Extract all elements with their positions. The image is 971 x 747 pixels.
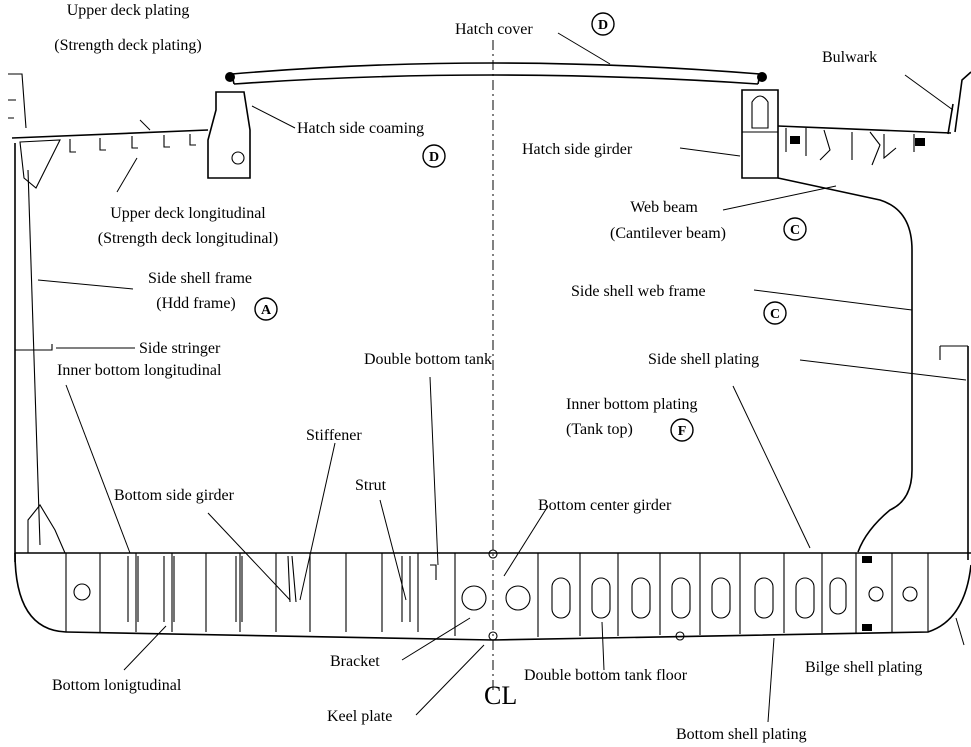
hatch-cover-bottom [233,74,759,85]
left-side-shell-frame [27,169,41,546]
right-deck-pad-1 [790,136,800,144]
hull-structure [8,40,971,690]
label-strut: Strut [355,477,387,494]
leader-lines [37,32,967,723]
label-side-stringer: Side stringer [139,340,221,357]
upper-deck-plating-left [11,129,209,139]
label-hatch-side-coaming: Hatch side coaming [297,120,424,137]
label-inner-bottom-longitudinal: Inner bottom longitudinal [57,362,222,379]
marker-side-shell-web-frame: C [763,301,787,325]
label-hatch-side-girder: Hatch side girder [522,141,633,158]
label-bottom-side-girder: Bottom side girder [114,487,235,504]
left-side-stringer [15,344,53,351]
hatch-cover-top [231,62,761,75]
label-side-shell-frame-1: Side shell frame [148,270,252,287]
right-side-stringer [939,345,968,360]
upper-deck-longitudinals-left [69,134,196,153]
svg-text:D: D [429,150,439,165]
label-bottom-shell-plating: Bottom shell plating [676,726,807,743]
svg-text:C: C [770,307,780,322]
bottom-floors-right [537,553,929,637]
hatch-cover-hinge-left [225,72,235,82]
svg-text:C: C [790,223,800,238]
svg-text:D: D [598,18,608,33]
bottom-pad-2 [862,624,872,631]
label-bracket: Bracket [330,653,380,670]
left-topside-bracket [19,139,61,189]
bottom-pad-1 [862,556,872,563]
label-hatch-cover: Hatch cover [455,21,533,38]
label-bottom-center-girder: Bottom center girder [538,497,672,514]
label-keel-plate: Keel plate [327,708,392,725]
label-bottom-longitudinal: Bottom lonigtudinal [52,677,182,694]
right-bulwark [947,71,971,135]
left-coaming-hole [231,151,245,165]
label-side-shell-frame-2: (Hdd frame) [156,295,236,312]
marker-hatch-side-coaming: D [422,144,446,168]
label-stiffener: Stiffener [306,427,362,444]
lightening-holes [73,549,918,641]
label-double-bottom-tank-floor: Double bottom tank floor [524,667,688,684]
label-web-beam-2: (Cantilever beam) [610,225,726,242]
bottom-floors-left [65,553,456,636]
upper-deck-plating-right [777,125,952,134]
label-upper-deck-plating-2: (Strength deck plating) [54,37,202,54]
right-deck-pad-2 [915,138,925,146]
left-bulwark [8,73,27,129]
label-upper-deck-plating-1: Upper deck plating [67,2,190,19]
label-inner-bottom-plating-1: Inner bottom plating [566,396,698,413]
marker-inner-bottom-plating: F [670,418,694,442]
left-hatch-coaming [207,91,251,179]
left-hopper-bracket [27,504,66,554]
centerline-label: CL [484,681,517,710]
label-bulwark: Bulwark [822,49,877,66]
label-inner-bottom-plating-2: (Tank top) [566,421,633,438]
label-web-beam-1: Web beam [630,199,698,216]
label-upper-deck-long-1: Upper deck longitudinal [110,205,266,222]
marker-web-beam: C [783,217,807,241]
label-double-bottom-tank: Double bottom tank [364,351,492,368]
label-bilge-shell-plating: Bilge shell plating [805,659,922,676]
label-side-shell-web-frame: Side shell web frame [571,283,706,300]
label-side-shell-plating: Side shell plating [648,351,759,368]
marker-hatch-cover: D [591,12,615,36]
right-hatch-side-girder [741,89,779,179]
svg-text:F: F [678,424,687,439]
bottom-shell-and-bilge [14,552,971,641]
marker-side-shell-frame: A [254,297,278,321]
hatch-cover-hinge-right [757,72,767,82]
right-girder-slot [751,95,769,129]
right-web-beam-and-web-frame [777,177,913,553]
svg-text:A: A [261,303,272,318]
bottom-longitudinals-left [127,555,437,622]
right-deck-webs [785,128,915,166]
label-upper-deck-long-2: (Strength deck longitudinal) [98,230,278,247]
